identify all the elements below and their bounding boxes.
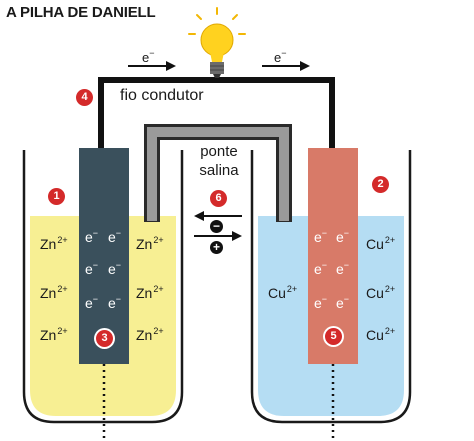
right-beaker: [250, 150, 412, 424]
salt-bridge-label-line1: ponte: [200, 143, 238, 160]
zinc-ion: Zn2+: [40, 284, 68, 301]
copper-electrode-electron: e−: [336, 294, 350, 311]
light-bulb-icon: [188, 7, 246, 78]
zinc-electrode-electron: e−: [85, 260, 99, 277]
copper-ion: Cu2+: [268, 284, 298, 301]
electron-label-left: e−: [142, 48, 155, 65]
bridge-minus-sign: −: [210, 220, 223, 233]
electron-flow-arrow-right: [262, 61, 310, 71]
electron-flow-arrow-left: [128, 61, 176, 71]
zinc-ion: Zn2+: [136, 326, 164, 343]
zinc-electrode: [79, 148, 129, 364]
wire: [98, 77, 335, 148]
copper-electrode-electron: e−: [336, 228, 350, 245]
zinc-electrode-electron: e−: [85, 294, 99, 311]
badge-1: 1: [48, 188, 65, 205]
salt-bridge-label: ponte salina: [194, 142, 244, 180]
zinc-electrode-electron: e−: [108, 294, 122, 311]
zinc-electrode-electron: e−: [108, 260, 122, 277]
badge-6: 6: [210, 190, 227, 207]
zinc-ion: Zn2+: [136, 235, 164, 252]
badge-4: 4: [76, 89, 93, 106]
zinc-electrode-electron: e−: [108, 228, 122, 245]
salt-bridge-label-line2: salina: [199, 162, 239, 179]
copper-electrode-electron: e−: [336, 260, 350, 277]
copper-electrode-electron: e−: [314, 260, 328, 277]
bridge-plus-sign: +: [210, 241, 223, 254]
page-title: A PILHA DE DANIELL: [6, 4, 156, 21]
badge-3: 3: [96, 330, 113, 347]
zinc-electrode-electron: e−: [85, 228, 99, 245]
electron-label-right: e−: [274, 48, 287, 65]
zinc-ion: Zn2+: [40, 326, 68, 343]
copper-electrode-electron: e−: [314, 294, 328, 311]
anion-migration-arrow: [194, 211, 242, 221]
cation-migration-arrow: [194, 231, 242, 241]
badge-2: 2: [372, 176, 389, 193]
left-beaker: [22, 150, 184, 424]
copper-ion: Cu2+: [366, 284, 396, 301]
copper-ion: Cu2+: [366, 326, 396, 343]
zinc-ion: Zn2+: [136, 284, 164, 301]
badge-5: 5: [325, 328, 342, 345]
copper-ion: Cu2+: [366, 235, 396, 252]
copper-electrode-electron: e−: [314, 228, 328, 245]
zinc-ion: Zn2+: [40, 235, 68, 252]
wire-label: fio condutor: [120, 87, 204, 104]
